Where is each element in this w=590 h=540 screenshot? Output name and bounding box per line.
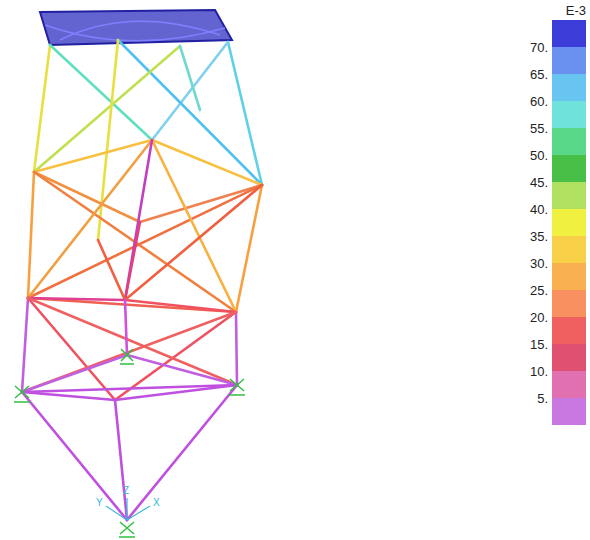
legend-swatch (552, 290, 586, 317)
legend-value: 20. (530, 310, 548, 325)
legend-swatch (552, 47, 586, 74)
legend-swatch (552, 20, 586, 47)
truss-member (180, 46, 200, 110)
legend-swatch (552, 344, 586, 371)
legend-value: 35. (530, 229, 548, 244)
legend-band (552, 398, 586, 425)
truss-member (115, 385, 237, 400)
legend-value: 50. (530, 148, 548, 163)
truss-member (152, 42, 228, 140)
truss-member (22, 392, 127, 520)
truss-member (28, 298, 125, 300)
legend-value: 25. (530, 283, 548, 298)
support-symbol (229, 379, 245, 395)
legend-swatch (552, 236, 586, 263)
truss-member (125, 185, 262, 300)
support-symbol (119, 522, 135, 537)
truss-member (22, 312, 236, 392)
truss-member (22, 298, 28, 392)
legend-value: 70. (530, 40, 548, 55)
truss-member (28, 298, 237, 385)
truss-member (228, 42, 262, 185)
deck-line (60, 21, 220, 40)
truss-member (115, 400, 127, 520)
truss-member (98, 240, 125, 300)
axis-line (106, 506, 127, 520)
legend-value: 40. (530, 202, 548, 217)
truss-member (152, 140, 236, 312)
scale-exponent: E-3 (566, 3, 586, 18)
supports (14, 349, 245, 537)
axis-line (126, 498, 127, 520)
legend-value: 30. (530, 256, 548, 271)
truss-member (28, 140, 152, 298)
legend-swatch (552, 371, 586, 398)
members (22, 40, 262, 520)
truss-member (236, 312, 237, 385)
legend-swatch (552, 155, 586, 182)
truss-member (118, 40, 262, 185)
legend-swatch (552, 101, 586, 128)
legend-value: 10. (530, 364, 548, 379)
top-deck (40, 10, 232, 45)
legend-value: 55. (530, 121, 548, 136)
legend-swatch (552, 209, 586, 236)
truss-member (125, 300, 236, 312)
support-symbol (120, 349, 134, 364)
legend-swatch (552, 128, 586, 155)
legend-swatch (552, 74, 586, 101)
legend-value: 60. (530, 94, 548, 109)
deck-line (45, 25, 225, 41)
legend-swatch (552, 263, 586, 290)
legend-value: 65. (530, 67, 548, 82)
truss-member (28, 172, 34, 298)
legend-swatch (552, 317, 586, 344)
truss-member (34, 140, 152, 172)
truss-member (34, 172, 140, 222)
axes (106, 498, 150, 520)
truss-member (34, 45, 50, 172)
axis-label: X (153, 497, 160, 508)
platform (40, 10, 232, 45)
truss-member (127, 355, 237, 385)
truss-member (127, 385, 237, 520)
axis-label: Z (123, 485, 129, 496)
legend-swatch (552, 182, 586, 209)
truss-member (125, 300, 127, 355)
truss-member (22, 355, 127, 392)
legend-value: 45. (530, 175, 548, 190)
legend-value: 15. (530, 337, 548, 352)
truss-member (125, 140, 152, 300)
support-symbol (14, 386, 30, 402)
truss-member (22, 392, 115, 400)
legend-value: 5. (537, 391, 548, 406)
truss-member (140, 185, 262, 222)
truss-member (152, 140, 262, 185)
axis-line (127, 506, 150, 520)
axis-label: Y (96, 497, 103, 508)
truss-member (28, 185, 262, 298)
